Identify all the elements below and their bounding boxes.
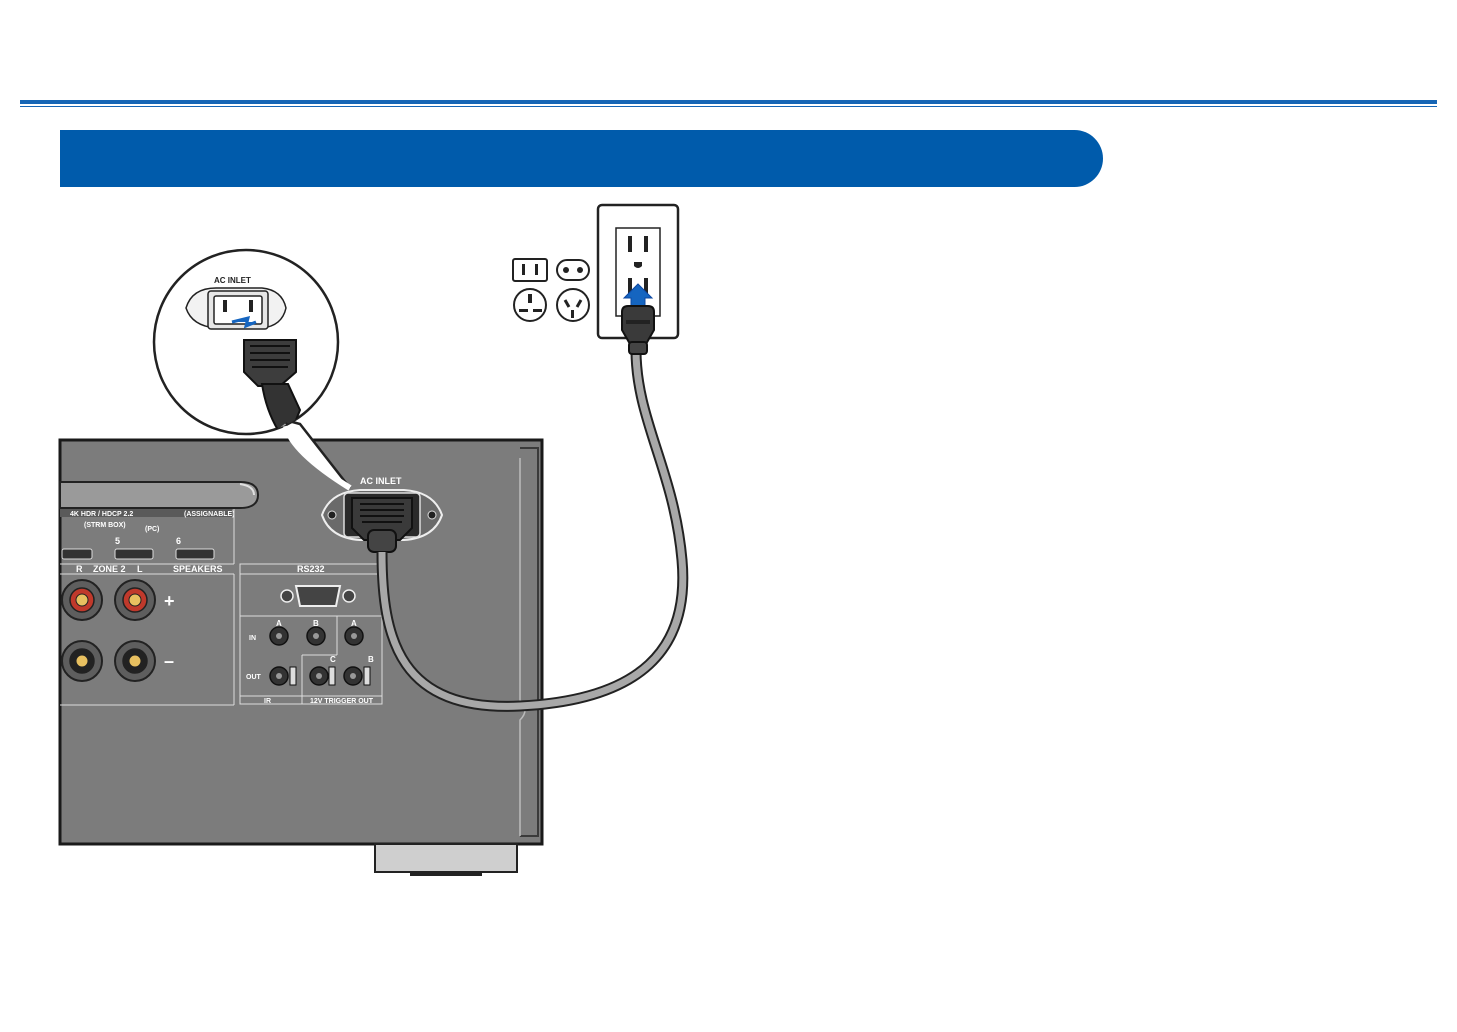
- rs232-port: [296, 586, 340, 606]
- hdmi-assignable: (ASSIGNABLE): [184, 511, 235, 518]
- hdmi-port-4: [62, 549, 92, 559]
- ac-inlet-label: AC INLET: [360, 476, 402, 486]
- plug-types: [513, 259, 589, 321]
- terminal-r-minus: [62, 641, 102, 681]
- ir-label: IR: [264, 698, 271, 705]
- hdmi-port-5: [115, 549, 153, 559]
- plug-type-g-icon: [514, 289, 546, 321]
- zone2-r: R: [76, 564, 83, 574]
- minus-sign: –: [164, 651, 174, 671]
- trigger-label: 12V TRIGGER OUT: [310, 698, 374, 705]
- hdmi-strm-box: (STRM BOX): [84, 522, 126, 529]
- trigger-b-label: B: [368, 655, 374, 664]
- zone2-label: ZONE 2: [93, 564, 126, 574]
- terminal-l-minus: [115, 641, 155, 681]
- ir-out-label: OUT: [246, 674, 262, 681]
- plus-sign: +: [164, 591, 175, 611]
- hdmi-port-5-label: 5: [115, 536, 120, 546]
- zone2-l: L: [137, 564, 143, 574]
- hdmi-port-6-label: 6: [176, 536, 181, 546]
- hdmi-header: 4K HDR / HDCP 2.2: [70, 511, 133, 518]
- speakers-label: SPEAKERS: [173, 564, 223, 574]
- callout-ac-inlet-label: AC INLET: [214, 276, 251, 285]
- rs232-label: RS232: [297, 564, 325, 574]
- plug-type-a-icon: [513, 259, 547, 281]
- wall-outlet: [598, 205, 678, 354]
- ir-in-label: IN: [249, 635, 256, 642]
- terminal-r-plus: [62, 580, 102, 620]
- trigger-c-label: C: [330, 655, 336, 664]
- hdmi-port-6: [176, 549, 214, 559]
- terminal-l-plus: [115, 580, 155, 620]
- plug-type-c-icon: [557, 260, 589, 280]
- hdmi-pc: (PC): [145, 526, 159, 533]
- antenna: [60, 482, 258, 508]
